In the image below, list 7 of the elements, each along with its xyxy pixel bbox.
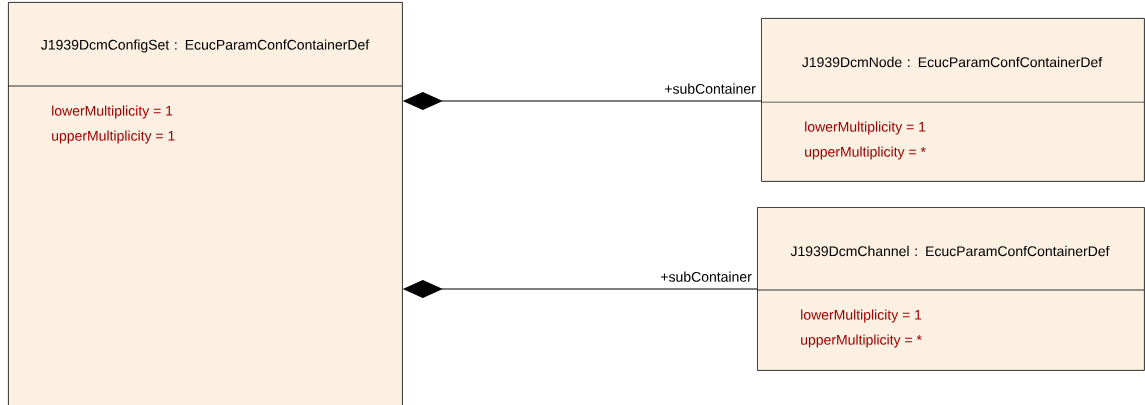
- class-box: J1939DcmChannel : EcucParamConfContainerDef lowerMultiplicity = 1 upperMultiplicity = *: [756, 207, 1145, 371]
- role-label: +subContainer: [665, 83, 756, 94]
- composition-connector: [403, 92, 762, 110]
- role-label: +subContainer: [661, 271, 752, 282]
- class-box: J1939DcmConfigSet : EcucParamConfContainerDef lowerMultiplicity = 1 upperMultiplicity = 1: [7, 2, 403, 405]
- class-box: J1939DcmNode : EcucParamConfContainerDef lowerMultiplicity = 1 upperMultiplicity = *: [760, 18, 1145, 182]
- composition-connector: [403, 280, 758, 298]
